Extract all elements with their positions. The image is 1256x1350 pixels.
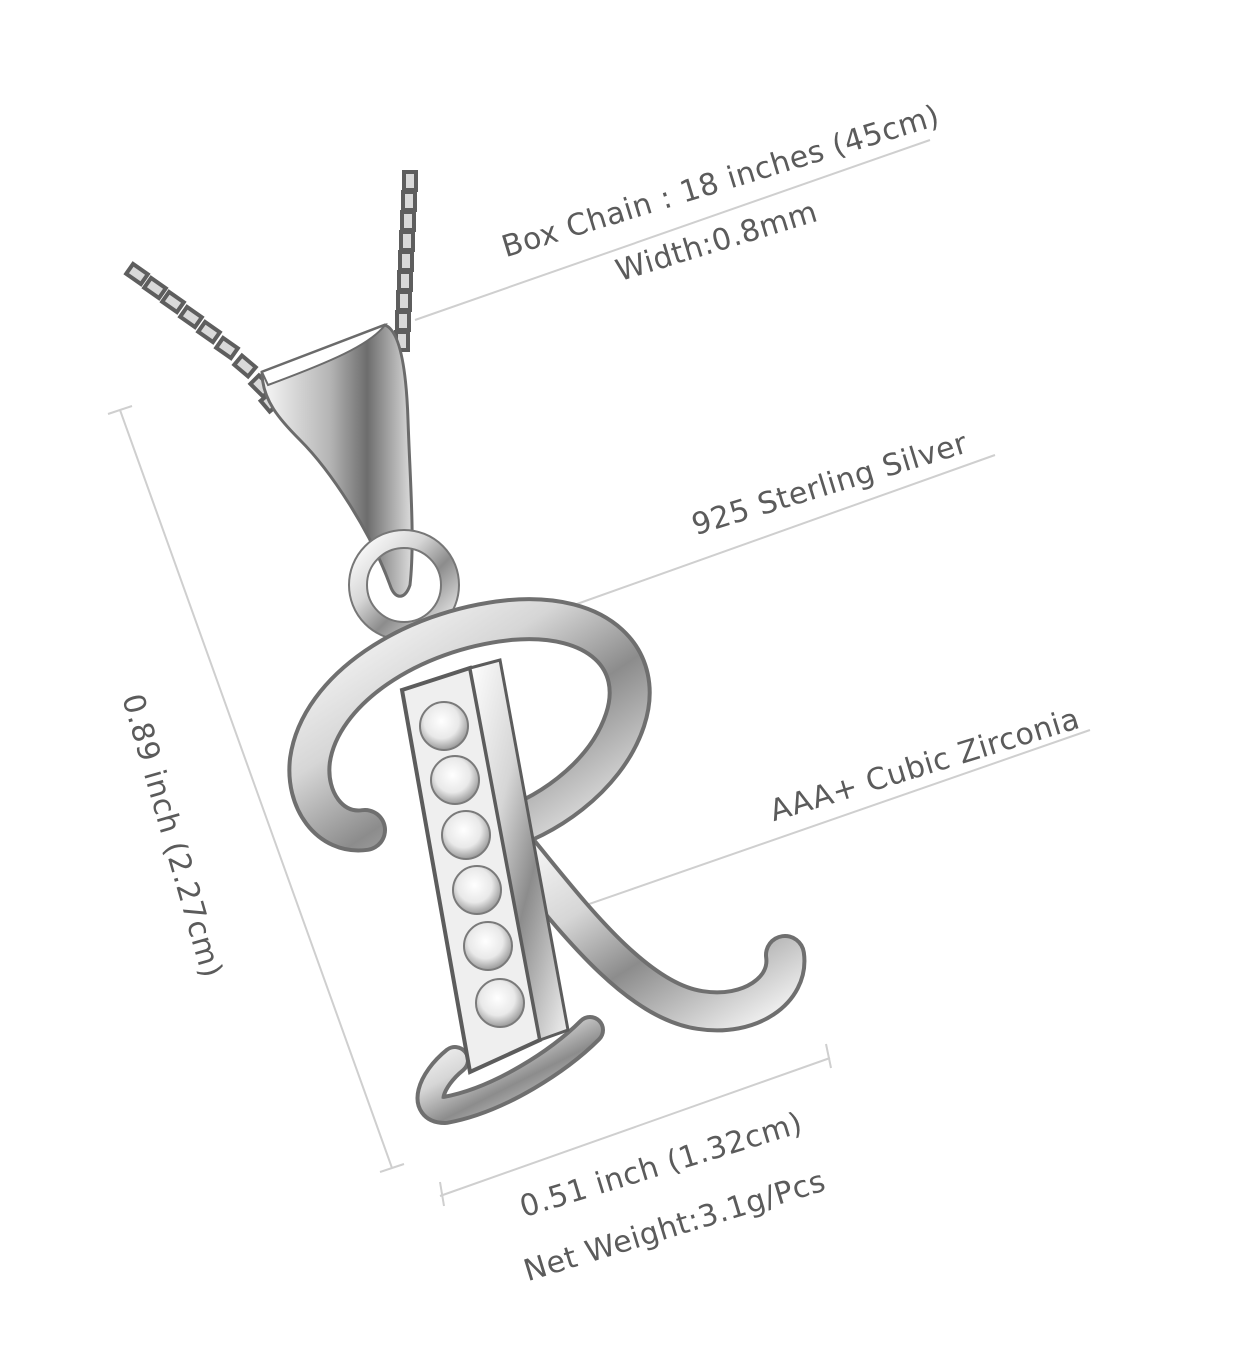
dimension-lines [107, 139, 1091, 1207]
chain-right [394, 170, 418, 352]
chain-left [123, 261, 281, 415]
cubic-zirconia-stones [419, 701, 525, 1028]
letter-r [287, 597, 807, 1125]
pendant-bail [260, 323, 414, 598]
